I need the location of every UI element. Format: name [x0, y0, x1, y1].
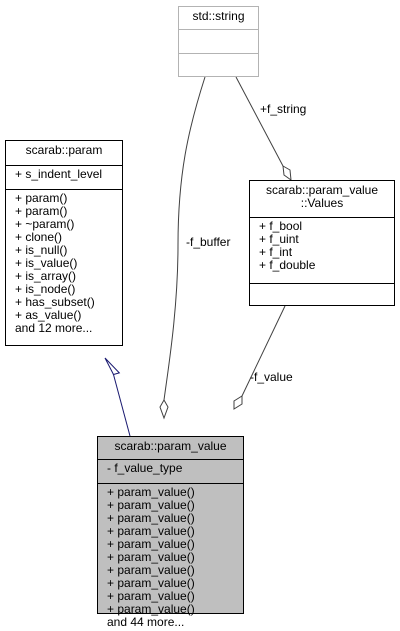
values-class[interactable]: scarab::param_value ::Values + f_bool + …	[249, 180, 395, 306]
f-buffer-edge	[163, 76, 206, 401]
param-value-class[interactable]: scarab::param_value - f_value_type + par…	[97, 436, 244, 629]
methods-section	[179, 53, 258, 76]
attribute: + s_indent_level	[15, 167, 103, 181]
method: + param_value()	[107, 524, 195, 538]
method: + param_value()	[107, 485, 195, 499]
method: + is_array()	[15, 269, 77, 283]
attribute: + f_uint	[259, 232, 299, 246]
method: + param_value()	[107, 498, 195, 512]
attributes-section	[179, 29, 258, 53]
method: + is_value()	[15, 256, 78, 270]
f-string-diamond	[282, 165, 292, 182]
attribute: + f_int	[259, 245, 293, 259]
method: + param_value()	[107, 537, 195, 551]
class-title: scarab::param_value ::Values	[250, 181, 394, 217]
f-value-diamond	[233, 395, 243, 410]
method: + param()	[15, 204, 68, 218]
class-title: scarab::param	[25, 143, 103, 157]
methods-section: + param_value() + param_value() + param_…	[98, 483, 243, 631]
attribute: - f_value_type	[107, 461, 183, 475]
method: + param_value()	[107, 550, 195, 564]
methods-section: + param() + param() + ~param() + clone()…	[6, 189, 122, 337]
method: + param_value()	[107, 576, 195, 590]
f-string-edge	[235, 76, 284, 167]
std-string-class[interactable]: std::string	[178, 6, 259, 77]
inheritance-edge	[111, 368, 131, 437]
attribute: + f_bool	[259, 219, 303, 233]
method: + as_value()	[15, 308, 82, 322]
method: + param()	[15, 191, 68, 205]
class-title-line: ::Values	[300, 196, 344, 210]
methods-section	[250, 283, 394, 305]
method: + param_value()	[107, 563, 195, 577]
method: + clone()	[15, 230, 63, 244]
method: + param_value()	[107, 511, 195, 525]
f-buffer-diamond	[159, 398, 169, 420]
method: + is_null()	[15, 243, 68, 257]
class-title-line: scarab::param_value	[265, 183, 379, 197]
method: + param_value()	[107, 602, 195, 616]
attributes-section: + f_bool + f_uint + f_int + f_double	[250, 217, 394, 283]
class-title: scarab::param_value	[114, 439, 227, 453]
method: + ~param()	[15, 217, 75, 231]
inheritance-arrowhead	[104, 357, 121, 376]
more-methods: and 12 more...	[15, 321, 93, 335]
f-value-label: -f_value	[250, 370, 293, 384]
method: + param_value()	[107, 589, 195, 603]
f-value-edge	[241, 305, 286, 397]
f-buffer-label: -f_buffer	[186, 235, 231, 249]
attributes-section: - f_value_type	[98, 459, 243, 483]
param-class[interactable]: scarab::param + s_indent_level + param()…	[5, 140, 123, 346]
f-string-label: +f_string	[260, 102, 307, 116]
method: + has_subset()	[15, 295, 95, 309]
attributes-section: + s_indent_level	[6, 165, 122, 189]
method: + is_node()	[15, 282, 76, 296]
attribute: + f_double	[259, 258, 316, 272]
more-methods: and 44 more...	[107, 615, 185, 629]
class-title: std::string	[192, 9, 245, 23]
